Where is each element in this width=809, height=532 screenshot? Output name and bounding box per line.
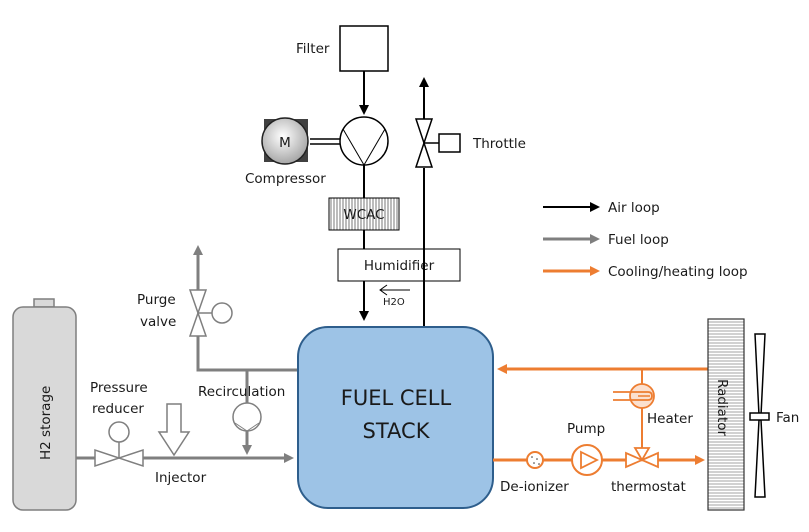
radiator[interactable]: Radiator: [707, 318, 745, 511]
h2-storage-tank[interactable]: H2 storage: [12, 298, 77, 511]
deionizer[interactable]: [526, 451, 544, 469]
stack-label-1: FUEL CELL: [341, 386, 452, 410]
h2o-label: H2O: [383, 297, 405, 308]
pressure-reducer-label-1: Pressure: [90, 380, 148, 396]
humidifier-box[interactable]: [337, 248, 461, 282]
heater[interactable]: [613, 383, 655, 409]
legend-item-air: Air loop: [543, 200, 660, 216]
injector-icon[interactable]: [157, 403, 191, 457]
recirculation-pump-icon: [232, 402, 262, 432]
cooling-loop: Heater De-ionizer Pump thermostat Radiat…: [493, 318, 799, 511]
recirculation-pump[interactable]: [232, 402, 262, 432]
pump-label: Pump: [567, 421, 605, 437]
filter-box[interactable]: [339, 25, 389, 72]
thermostat-valve[interactable]: [625, 447, 659, 469]
legend-item-cooling: Cooling/heating loop: [543, 264, 748, 280]
h2o-transfer: H2O: [379, 284, 410, 308]
motor-icon: [261, 117, 309, 165]
motor[interactable]: M: [261, 117, 309, 165]
motor-label: M: [279, 135, 291, 151]
coolant-pump[interactable]: [571, 444, 603, 476]
fan-icon: [754, 333, 766, 416]
legend-label: Fuel loop: [608, 232, 669, 248]
radiator-label: Radiator: [714, 379, 730, 437]
fuel-loop: H2 storage Pressure reducer Injector Rec…: [12, 245, 298, 511]
legend-label: Cooling/heating loop: [608, 264, 748, 280]
stack-label-2: STACK: [363, 419, 431, 443]
humidifier-label: Humidifier: [364, 258, 435, 274]
wcac-box[interactable]: [328, 197, 400, 231]
legend-label: Air loop: [608, 200, 660, 216]
injector-label: Injector: [155, 470, 207, 486]
legend-item-fuel: Fuel loop: [543, 232, 669, 248]
wcac-label: WCAC: [343, 207, 384, 223]
purge-valve[interactable]: [188, 289, 233, 337]
pressure-reducer-valve[interactable]: [94, 421, 144, 468]
compressor-label: Compressor: [245, 171, 326, 187]
heater-label: Heater: [647, 411, 693, 427]
air-loop: Filter M Compressor WCAC Humidifier H2O: [245, 25, 526, 326]
compressor-icon: [339, 116, 389, 166]
compressor[interactable]: [339, 116, 389, 166]
throttle-valve[interactable]: [414, 118, 461, 168]
pressure-gauge-icon: [108, 421, 130, 443]
filter-label: Filter: [296, 41, 330, 57]
thermostat-label: thermostat: [611, 479, 686, 495]
deionizer-icon: [526, 451, 544, 469]
throttle-label: Throttle: [472, 136, 526, 152]
legend: Air loop Fuel loop Cooling/heating loop: [543, 200, 748, 280]
purge-valve-label-1: Purge: [137, 292, 176, 308]
throttle-actuator-icon: [438, 133, 461, 153]
recirculation-label: Recirculation: [198, 384, 285, 400]
deionizer-label: De-ionizer: [500, 479, 569, 495]
purge-actuator-icon: [211, 302, 233, 324]
h2-storage-label: H2 storage: [38, 386, 54, 460]
fuel-cell-stack[interactable]: FUEL CELL STACK: [297, 326, 494, 509]
pressure-reducer-label-2: reducer: [92, 401, 144, 417]
fan-label: Fan: [776, 410, 799, 426]
fan[interactable]: [749, 333, 770, 498]
purge-valve-label-2: valve: [140, 314, 176, 330]
